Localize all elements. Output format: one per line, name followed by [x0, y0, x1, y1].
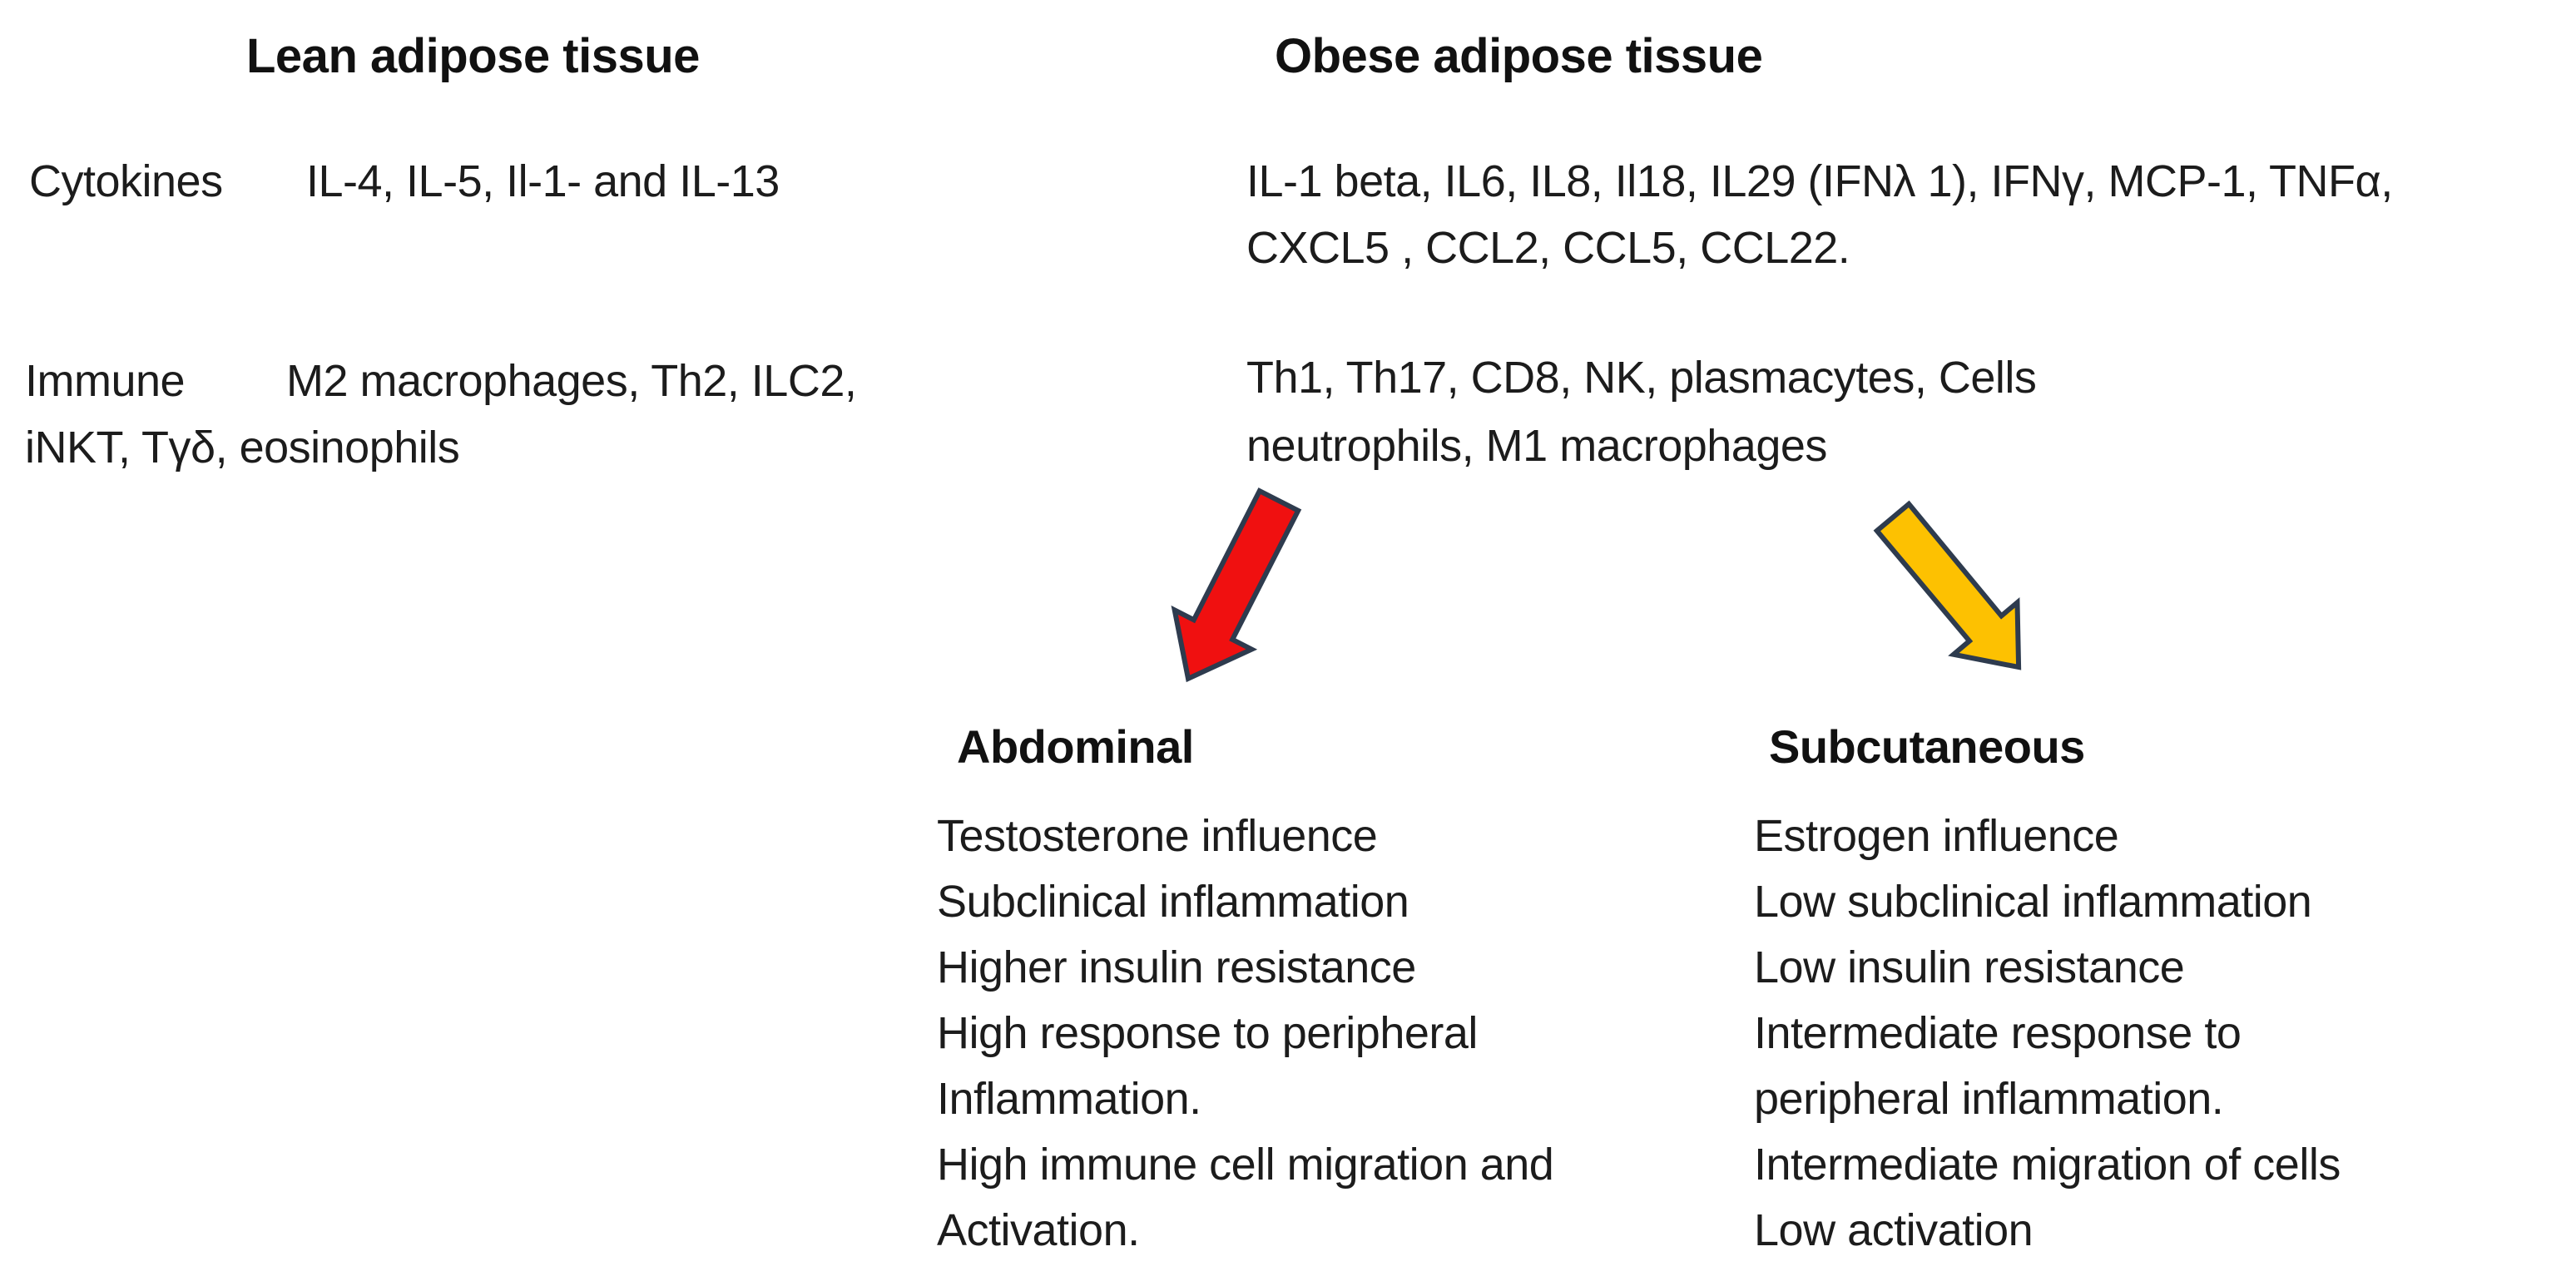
subcutaneous-list-item: Low activation	[1754, 1205, 2034, 1255]
yellow-arrow-shape	[1873, 500, 2022, 670]
abdominal-list-item: Subclinical inflammation	[937, 877, 1409, 927]
abdominal-list-item: Higher insulin resistance	[937, 942, 1416, 992]
immune-lean-value-line1: M2 macrophages, Th2, ILC2,	[286, 356, 857, 406]
subcutaneous-title: Subcutaneous	[1769, 720, 2085, 773]
subcutaneous-list-item: Intermediate response to	[1754, 1008, 2242, 1058]
abdominal-list-item: High immune cell migration and	[937, 1140, 1554, 1190]
cytokines-obese-value-line1: IL-1 beta, IL6, IL8, Il18, IL29 (IFNλ 1)…	[1246, 156, 2393, 206]
subcutaneous-arrow-icon	[1873, 500, 2022, 670]
obese-column-header: Obese adipose tissue	[1275, 29, 1763, 83]
cytokines-obese-value-line2: CXCL5 , CCL2, CCL5, CCL22.	[1246, 223, 1850, 273]
abdominal-list-item: High response to peripheral	[937, 1008, 1478, 1058]
subcutaneous-list-item: Intermediate migration of cells	[1754, 1140, 2341, 1190]
abdominal-title: Abdominal	[957, 720, 1194, 773]
red-arrow-shape	[1171, 487, 1302, 683]
cytokines-lean-value: IL-4, IL-5, Il-1- and IL-13	[306, 156, 780, 206]
subcutaneous-list-item: peripheral inflammation.	[1754, 1074, 2224, 1124]
lean-column-header: Lean adipose tissue	[246, 29, 700, 83]
immune-row-label: Immune	[25, 356, 186, 406]
cytokines-row-label: Cytokines	[29, 156, 223, 206]
abdominal-list-item: Activation.	[937, 1205, 1140, 1255]
subcutaneous-list-item: Low subclinical inflammation	[1754, 877, 2312, 927]
abdominal-list-item: Testosterone influence	[937, 811, 1378, 861]
abdominal-arrow-icon	[1171, 487, 1302, 683]
abdominal-list: Testosterone influence Subclinical infla…	[937, 804, 1554, 1264]
abdominal-list-item: Inflammation.	[937, 1074, 1201, 1124]
immune-lean-value-line2: iNKT, Tγδ, eosinophils	[25, 423, 460, 472]
subcutaneous-list: Estrogen influence Low subclinical infla…	[1754, 804, 2341, 1264]
immune-obese-value-line1: Th1, Th17, CD8, NK, plasmacytes, Cells	[1246, 353, 2037, 403]
subcutaneous-list-item: Low insulin resistance	[1754, 942, 2185, 992]
immune-obese-value-line2: neutrophils, M1 macrophages	[1246, 421, 1827, 471]
subcutaneous-list-item: Estrogen influence	[1754, 811, 2119, 861]
